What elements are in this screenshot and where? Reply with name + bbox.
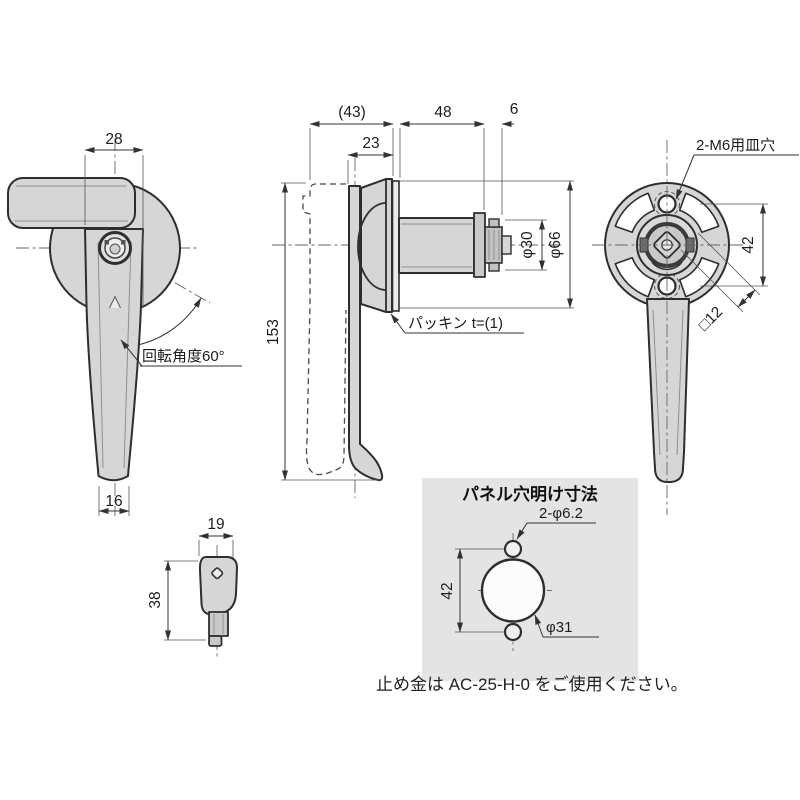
panel-main-hole-label: φ31 [546, 619, 572, 636]
panel-small-hole-top [503, 539, 523, 559]
dim-flange-diameter: φ66 [399, 180, 574, 309]
dim-square12-text: □12 [695, 303, 726, 334]
panel-main-hole [480, 558, 546, 623]
dim-153-text: 153 [265, 319, 282, 345]
front-grip-bar [7, 177, 136, 229]
panel-small-holes-annotation: 2-φ6.2 [516, 505, 596, 540]
countersink-label: 2-M6用皿穴 [696, 137, 775, 154]
phantom-handle-outline [302, 183, 347, 476]
usage-footnote: 止め金は AC-25-H-0 をご使用ください。 [376, 674, 688, 694]
dim-19-text: 19 [207, 516, 224, 533]
dim-43-text: (43) [338, 104, 366, 121]
dim-16-text: 16 [105, 493, 122, 510]
dim-38-text: 38 [147, 591, 164, 608]
dim-rear-hole-pitch: 42 [700, 203, 768, 287]
dim-shaft-length: 48 [399, 104, 485, 210]
packing-label: パッキン t=(1) [408, 315, 503, 332]
key-hole [211, 567, 224, 580]
front-view: 28 16 回転角度60° [7, 131, 242, 516]
key-shaft-tip [208, 635, 223, 647]
dim-phi66-text: φ66 [547, 231, 564, 258]
front-lever [84, 228, 144, 482]
dim-6-text: 6 [510, 101, 519, 118]
dim-shaft-diameter: φ30 [505, 219, 547, 271]
keyhole [98, 231, 132, 265]
rear-view: 2-M6用皿穴 42 □12 [592, 137, 799, 515]
side-lever [348, 185, 384, 482]
rear-lever [646, 298, 690, 483]
rear-flange-slots [614, 192, 720, 298]
dim-nut-width: 6 [472, 101, 518, 215]
dim-key-length: 38 [147, 560, 206, 641]
dim-base-depth: 23 [347, 135, 394, 184]
dim-total-height: 153 [265, 182, 380, 481]
countersink-annotation: 2-M6用皿穴 [675, 137, 799, 200]
panel-cutout-title: パネル穴明け寸法 [462, 484, 598, 504]
dim-hub-width: 28 [84, 131, 144, 308]
dim-28-text: 28 [105, 131, 122, 148]
dim-23-text: 23 [362, 135, 379, 152]
side-nut-assembly [484, 218, 512, 272]
side-cylinder [398, 217, 475, 274]
dim-tip-width: 16 [98, 486, 130, 516]
panel-cutout-diagram: パネル穴明け寸法 2-φ6.2 42 φ31 [422, 478, 638, 681]
dim-phi30-text: φ30 [519, 231, 536, 259]
side-washer [473, 212, 486, 278]
panel-small-holes-label: 2-φ6.2 [539, 505, 583, 522]
key-shaft [208, 611, 229, 637]
packing-annotation: パッキン t=(1) [390, 313, 524, 334]
dim-rear-42-text: 42 [740, 236, 757, 253]
dim-panel-hole-pitch: 42 [439, 548, 504, 633]
key-view: 19 38 [147, 516, 238, 660]
dim-key-width: 19 [198, 516, 234, 558]
dim-handle-offset: (43) [309, 104, 394, 180]
rotation-angle-label: 回転角度60° [142, 348, 225, 365]
dim-48-text: 48 [434, 104, 451, 121]
dim-panel-42-text: 42 [439, 582, 456, 599]
panel-small-hole-bottom [503, 622, 523, 642]
panel-main-hole-annotation: φ31 [534, 614, 599, 638]
side-view: (43) 23 48 6 153 [265, 101, 574, 498]
side-base-flange [360, 178, 393, 313]
rotation-angle-annotation: 回転角度60° [120, 297, 242, 367]
key-head [198, 556, 238, 616]
